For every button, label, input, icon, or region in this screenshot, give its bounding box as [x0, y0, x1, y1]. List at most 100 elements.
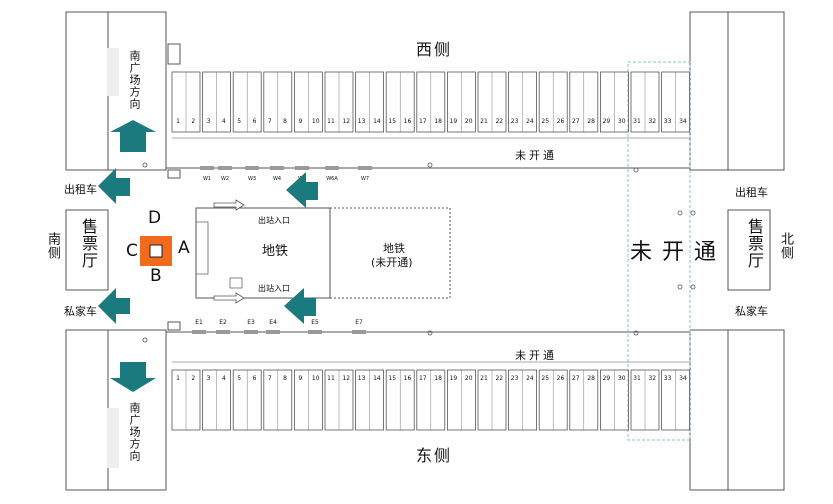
east-gate-block [308, 330, 322, 334]
column-dot [677, 210, 683, 216]
south-plaza-direction-top: 南广场方向 [128, 50, 141, 110]
west-side-label: 西侧 [416, 40, 453, 59]
platform-number-top: 2 [191, 118, 195, 125]
platform-number-top: 33 [664, 118, 672, 125]
platform-number-top: 11 [327, 118, 335, 125]
east-gate-label: E7 [355, 319, 363, 326]
platform-number-bottom: 3 [207, 375, 211, 382]
platform-number-bottom: 24 [526, 375, 534, 382]
east-gate-block [192, 330, 206, 334]
platform-number-bottom: 27 [572, 375, 580, 382]
platform-number-bottom: 5 [237, 375, 241, 382]
marker-b: B [150, 266, 162, 286]
south-ticket-hall: 售票厅 [79, 218, 98, 269]
exit-entrance-top: 出站入口 [258, 216, 290, 225]
platform-number-top: 13 [358, 118, 366, 125]
platform-number-top: 27 [572, 118, 580, 125]
platform-number-top: 26 [557, 118, 565, 125]
platform-number-bottom: 29 [603, 375, 611, 382]
west-gate-block [270, 166, 284, 170]
column-dot [427, 162, 433, 168]
platform-number-top: 29 [603, 118, 611, 125]
east-gate-block [352, 330, 366, 334]
not-open-section-outline [627, 61, 691, 441]
platform-number-bottom: 22 [495, 375, 503, 382]
arrow-private-car-left [98, 288, 130, 324]
metro-unopened-sublabel: (未开通) [371, 256, 413, 269]
taxi-label-left: 出租车 [64, 183, 97, 196]
platform-number-bottom: 13 [358, 375, 366, 382]
arrow-taxi-left [98, 168, 130, 204]
exit-arrow-top [213, 199, 245, 211]
platform-number-top: 12 [342, 118, 350, 125]
platform-number-bottom: 21 [480, 375, 488, 382]
west-gate-block [200, 166, 214, 170]
platform-number-top: 23 [511, 118, 519, 125]
platform-number-top: 3 [207, 118, 211, 125]
west-gate-label: W4 [273, 176, 281, 182]
platform-number-top: 30 [618, 118, 626, 125]
south-east-building [65, 329, 109, 491]
platform-number-bottom: 16 [404, 375, 412, 382]
column-dot [142, 337, 148, 343]
north-ticket-hall: 售票厅 [745, 218, 764, 269]
platform-number-bottom: 11 [327, 375, 335, 382]
platform-number-top: 24 [526, 118, 534, 125]
private-car-label-right: 私家车 [735, 305, 768, 318]
metro-booth [229, 277, 243, 289]
platform-number-top: 25 [541, 118, 549, 125]
platform-number-bottom: 17 [419, 375, 427, 382]
arrow-to-south-plaza-top [110, 120, 156, 152]
platform-number-top: 31 [633, 118, 641, 125]
north-ticket-hall-box [727, 209, 771, 291]
marker-d: D [148, 208, 162, 228]
column-dot [677, 284, 683, 290]
platform-number-top: 34 [679, 118, 687, 125]
platform-number-bottom: 7 [268, 375, 272, 382]
platform-number-top: 1 [176, 118, 180, 125]
marker-a: A [178, 238, 190, 258]
platform-tracks: 1122334455667788991010111112121313141415… [171, 71, 690, 431]
west-gate-block [358, 166, 372, 170]
east-gate-label: E4 [269, 319, 277, 326]
platform-number-top: 18 [434, 118, 442, 125]
north-west-building [689, 11, 729, 171]
west-gate-label: W1 [203, 176, 211, 182]
station-structure [65, 11, 785, 491]
platform-number-top: 5 [237, 118, 241, 125]
platform-number-bottom: 8 [283, 375, 287, 382]
arrow-metro-bottom [284, 288, 316, 324]
platform-number-bottom: 31 [633, 375, 641, 382]
east-gate-label: E3 [247, 319, 255, 326]
not-open-track-top: 未开通 [515, 149, 557, 162]
platform-number-bottom: 6 [253, 375, 257, 382]
west-gate-block [245, 166, 259, 170]
west-small-box [167, 43, 181, 65]
platform-number-top: 7 [268, 118, 272, 125]
blurred-patch [107, 48, 119, 96]
platform-number-top: 10 [312, 118, 320, 125]
west-gate-label: W6A [326, 176, 338, 182]
platform-number-bottom: 15 [388, 375, 396, 382]
platform-number-top: 20 [465, 118, 473, 125]
east-gate-block [266, 330, 280, 334]
platform-number-bottom: 23 [511, 375, 519, 382]
marker-c: C [126, 241, 138, 261]
west-gate-block [218, 166, 232, 170]
west-gate-label: W2 [221, 176, 229, 182]
platform-number-bottom: 28 [587, 375, 595, 382]
south-plaza-direction-bottom: 南广场方向 [128, 402, 141, 462]
platform-number-top: 4 [222, 118, 226, 125]
metro-label: 地铁 [262, 244, 289, 259]
west-gate-block [295, 166, 309, 170]
platform-number-top: 14 [373, 118, 381, 125]
platform-number-bottom: 9 [298, 375, 302, 382]
platform-number-bottom: 33 [664, 375, 672, 382]
metro-stairs [195, 221, 209, 275]
east-side-label: 东侧 [416, 446, 453, 465]
platform-number-top: 16 [404, 118, 412, 125]
platform-number-bottom: 25 [541, 375, 549, 382]
platform-number-top: 9 [298, 118, 302, 125]
